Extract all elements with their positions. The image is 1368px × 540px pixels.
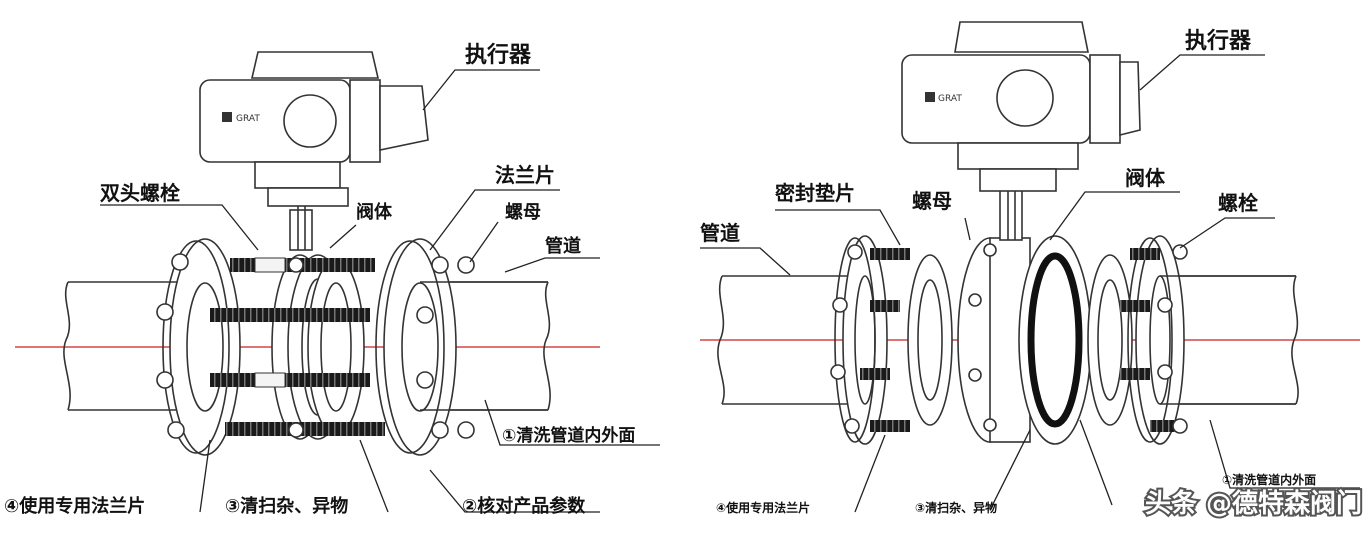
right-bolts [860, 248, 1180, 432]
right-flange-right [1127, 235, 1296, 445]
left-assembly: GRAT [15, 51, 660, 513]
right-valve-body [957, 185, 1092, 445]
right-label-step4: ④使用专用法兰片 [716, 500, 810, 515]
right-leader-lines [700, 54, 1360, 513]
right-pipe-left [717, 275, 860, 405]
right-label-step3: ③清扫杂、异物 [915, 500, 997, 515]
left-stud-bolts [210, 257, 385, 436]
left-label-pipe: 管道 [545, 235, 581, 257]
left-label-actuator: 执行器 [465, 42, 532, 68]
right-actuator [901, 21, 1141, 192]
left-bolt-heads [156, 253, 475, 439]
right-flange-left [834, 235, 888, 445]
right-gasket-right [1087, 254, 1133, 426]
left-label-step3: ③清扫杂、异物 [225, 495, 348, 517]
right-assembly: GRAT [700, 21, 1360, 513]
left-flange-right [375, 238, 548, 456]
right-gasket-left [907, 254, 953, 426]
right-label-step1: ①清洗管道内外面 [1222, 472, 1316, 487]
left-label-step4: ④使用专用法兰片 [4, 495, 145, 517]
left-label-step2: ②核对产品参数 [462, 495, 586, 517]
left-label-nut: 螺母 [505, 202, 541, 223]
left-label-step1: ①清洗管道内外面 [502, 425, 635, 446]
left-label-valve-body: 阀体 [356, 201, 393, 223]
left-label-flange: 法兰片 [495, 163, 555, 187]
left-leader-lines [100, 69, 660, 513]
left-flange-left [162, 238, 241, 456]
right-label-nut: 螺母 [912, 189, 952, 213]
right-label-valve-body: 阀体 [1125, 166, 1166, 190]
watermark: 头条 @德特森阀门 头条 @德特森阀门 [1143, 486, 1364, 521]
right-label-actuator: 执行器 [1185, 28, 1252, 54]
left-brand-logo: GRAT [222, 112, 260, 124]
right-label-gasket: 密封垫片 [775, 181, 855, 205]
left-actuator [199, 51, 429, 207]
svg-text:GRAT: GRAT [938, 94, 962, 104]
right-brand-logo: GRAT [925, 92, 962, 104]
watermark-shadow: 头条 @德特森阀门 [1145, 488, 1362, 519]
right-label-bolt: 螺栓 [1218, 191, 1258, 215]
watermark-text: 头条 @德特森阀门 [1145, 488, 1362, 519]
svg-text:GRAT: GRAT [236, 114, 260, 124]
right-label-pipe: 管道 [700, 221, 740, 245]
left-label-stud-bolt: 双头螺栓 [100, 181, 180, 205]
right-bolt-heads [830, 243, 1188, 434]
